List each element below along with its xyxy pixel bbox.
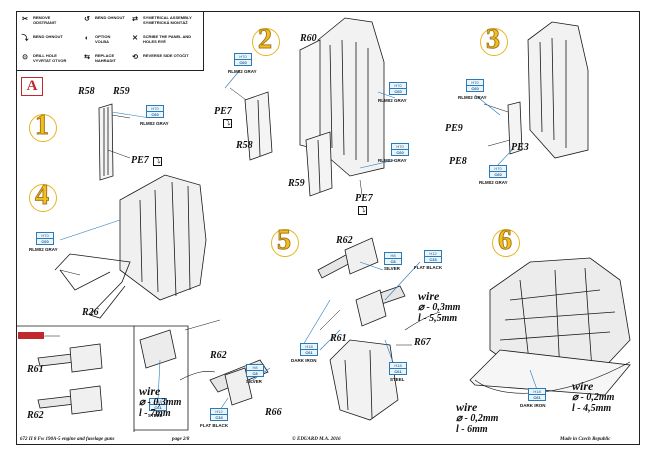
part-label: PE7 — [131, 155, 149, 166]
scissors-icon: ✂ — [22, 15, 28, 23]
bend-chnout-icon: ⤵ — [21, 34, 29, 42]
part-label: R59 — [288, 178, 305, 189]
color-name: RLM02 GRAY — [228, 69, 257, 74]
color-name: RLM02 GRAY — [458, 95, 487, 100]
step-number: 2 — [258, 24, 273, 56]
part-label: R62 — [210, 350, 227, 361]
color-name: DARK IRON — [520, 403, 546, 408]
drill-icon: ⊙ — [22, 53, 28, 61]
part-label: R26 — [82, 307, 99, 318]
part-label: PE7 — [355, 193, 373, 204]
part-label: PE9 — [445, 123, 463, 134]
color-name: RLM02 GRAY — [378, 98, 407, 103]
option-icon: ◐ — [84, 34, 90, 42]
step-number: 6 — [498, 225, 513, 257]
color-name: SILVER — [246, 379, 262, 384]
part-label: PE8 — [449, 156, 467, 167]
color-name: FLAT BLACK — [200, 423, 229, 428]
part-label: PE7 — [214, 106, 232, 117]
legend-item: ↺BEND OHNOUT — [82, 15, 125, 24]
legend-item: ⇄SYMETRICAL ASSEMBLY SYMETRICKÁ MONTÁŽ — [130, 15, 205, 25]
step-circle — [252, 28, 280, 56]
color-name: STEEL — [148, 413, 163, 418]
color-name: DARK IRON — [291, 358, 317, 363]
part-label: R58 — [78, 86, 95, 97]
bend-icon: ↺ — [84, 15, 90, 23]
cross-icon: ✕ — [132, 34, 138, 42]
wire-note: wire ⌀ - 0,2mm l - 6mm — [456, 400, 499, 435]
legend-item: ⇆REPLACE NAHRADIT — [82, 53, 125, 63]
step-circle — [492, 229, 520, 257]
legend-item: ⊙DRILL HOLE VYVRTAT OTVOR — [20, 53, 71, 63]
part-label: R61 — [330, 333, 347, 344]
instruction-sheet-frame — [16, 11, 640, 445]
section-letter: A — [21, 77, 43, 96]
color-name: STEEL — [390, 377, 405, 382]
bend-icon: ⤵ — [358, 206, 367, 215]
footer-page: page 2/8 — [172, 437, 190, 442]
step-number: 5 — [277, 225, 292, 257]
step-circle — [480, 28, 508, 56]
part-label: R66 — [265, 407, 282, 418]
step-number: 3 — [486, 24, 501, 56]
bend-icon: ⤵ — [153, 157, 162, 166]
legend-item: ✕SCRIBE THE PANEL AND HOLES RYÉ — [130, 34, 205, 44]
color-name: RLM02 GRAY — [140, 121, 169, 126]
legend-item: ✂REMOVE ODSTRANIT — [20, 15, 71, 25]
wire-note: wire ⌀ - 0,3mm l - 7mm — [139, 384, 182, 419]
part-label: R60 — [300, 33, 317, 44]
replace-icon: ⇆ — [84, 53, 90, 61]
step-circle — [271, 229, 299, 257]
step-circle — [29, 184, 57, 212]
color-name: RLM02 GRAY — [378, 158, 407, 163]
part-label: R62 — [336, 235, 353, 246]
part-label: R58 — [236, 140, 253, 151]
footer-copyright: © EDUARD M.A. 2016 — [292, 437, 341, 442]
step-circle — [29, 114, 57, 142]
wire-note: wire ⌀ - 0,3mm l - 5,5mm — [418, 289, 461, 324]
bend-icon: ⤵ — [223, 119, 232, 128]
part-label: R62 — [27, 410, 44, 421]
footer-origin: Made in Czech Republic — [560, 437, 611, 442]
color-name: FLAT BLACK — [414, 265, 443, 270]
part-label: PE3 — [511, 142, 529, 153]
wire-note: wire ⌀ - 0,2mm l - 4,5mm — [572, 379, 615, 414]
color-name: RLM02 GRAY — [479, 180, 508, 185]
part-label: R67 — [414, 337, 431, 348]
legend-item: ⟲REVERSE SIDE OTOČIT — [130, 53, 205, 62]
symbol-legend: ✂REMOVE ODSTRANIT ↺BEND OHNOUT ⇄SYMETRIC… — [16, 11, 204, 71]
footer-title: 672 II 8 Fw 190A-5 engine and fuselage g… — [20, 437, 115, 442]
color-name: SILVER — [384, 266, 400, 271]
part-label: R61 — [27, 364, 44, 375]
legend-item: ⤵BEND OHNOUT — [21, 34, 63, 42]
legend-item: ◐OPTION VOLBA — [82, 34, 125, 44]
symmetrical-icon: ⇄ — [132, 15, 138, 23]
step-number: 4 — [35, 180, 50, 212]
reverse-icon: ⟲ — [132, 53, 138, 61]
step-number: 1 — [35, 110, 50, 142]
color-name: RLM02 GRAY — [29, 247, 58, 252]
part-label: R59 — [113, 86, 130, 97]
